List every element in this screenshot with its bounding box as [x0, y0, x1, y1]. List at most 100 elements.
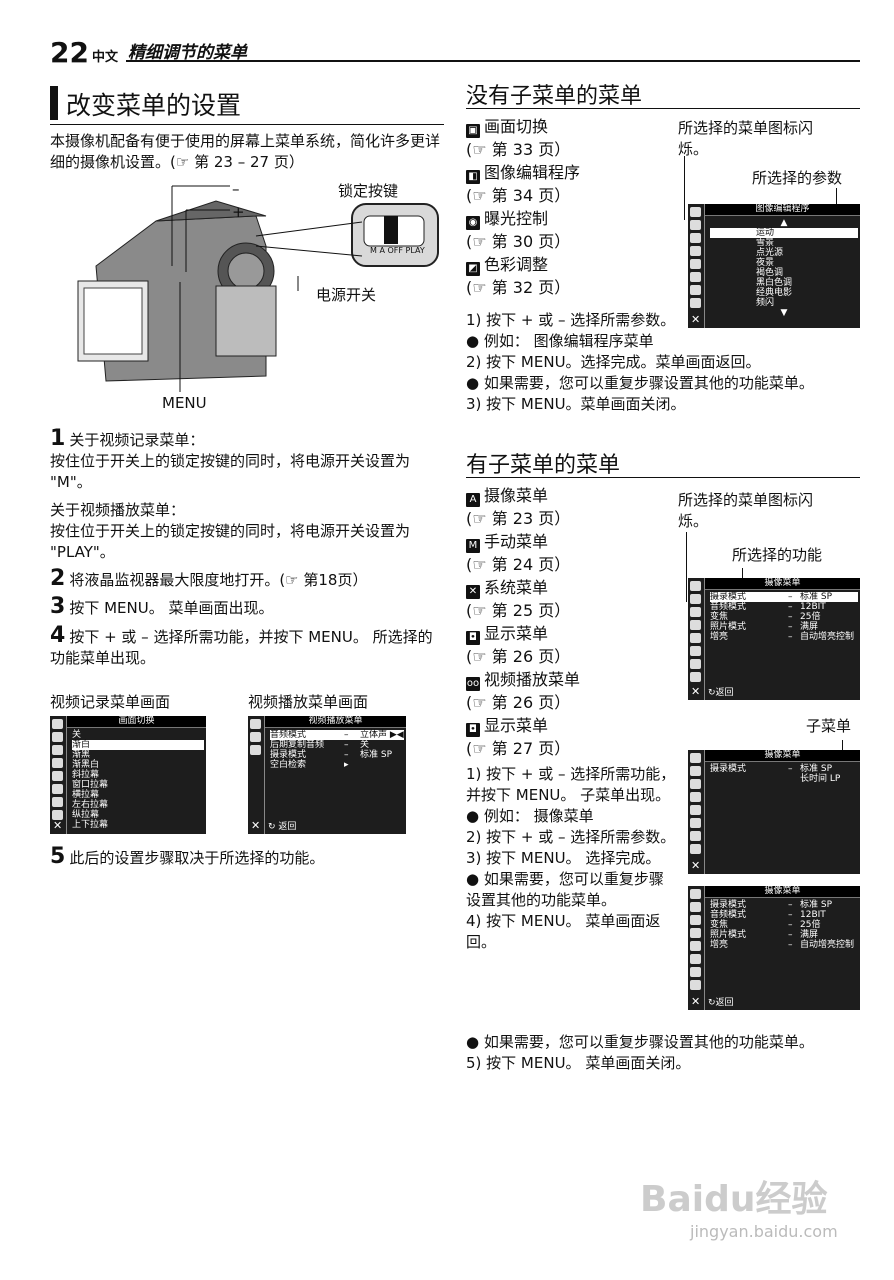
item-dash: – — [788, 622, 793, 632]
item-dash: – — [788, 930, 793, 940]
step-5-text: 此后的设置步骤取决于所选择的功能。 — [69, 849, 325, 867]
item-name: 摄录模式 — [270, 750, 307, 760]
list-item: ◩色彩调整 — [466, 253, 676, 276]
menu-item: 雪景 — [756, 238, 775, 248]
list-item-name: 视频播放菜单 — [484, 670, 581, 689]
step-1-text: 按住位于开关上的锁定按键的同时，将电源开关设置为 "M"。 — [50, 452, 411, 491]
item-name: 后期复制音频 — [270, 740, 325, 750]
screen-rec-label: 视频记录菜单画面 — [50, 693, 171, 711]
item-name: 照片模式 — [710, 930, 747, 940]
callout-line — [684, 156, 685, 220]
close-icon: ✕ — [251, 819, 261, 832]
lock-label: 锁定按键 — [338, 182, 399, 200]
menu-item: 渐白 — [72, 740, 204, 750]
menu-item: 渐黑 — [72, 750, 91, 760]
item-dash: – — [788, 612, 793, 622]
menu-item: 频闪 — [756, 298, 775, 308]
camera-illustration — [77, 185, 439, 392]
menu-item: ▲ — [780, 218, 788, 228]
menu-item: 空白检索▸ — [270, 760, 404, 770]
menu-item: 点光源 — [756, 248, 784, 258]
item-name: 增亮 — [710, 632, 729, 642]
watermark-url: jingyan.baidu.com — [690, 1222, 838, 1241]
list-item-page: (☞ 第 25 页） — [466, 601, 571, 620]
callout-icon-blink-1: 所选择的菜单图标闪烁。 — [678, 119, 814, 158]
screen-items: ▲运动雪景点光源夜景褐色调黑白色调经典电影频闪▼ — [710, 218, 858, 318]
item-name: 照片模式 — [710, 622, 747, 632]
section-title: 精细调节的菜单 — [128, 43, 247, 63]
menu-icon: ◩ — [466, 262, 480, 276]
item-dash: – — [788, 900, 793, 910]
item-name: 摄录模式 — [710, 900, 747, 910]
item-name: 增亮 — [710, 940, 729, 950]
list-item-page: (☞ 第 26 页） — [466, 693, 571, 712]
no-submenu-list: ▣画面切换(☞ 第 33 页）◧图像编辑程序(☞ 第 34 页）◉曝光控制(☞ … — [466, 115, 676, 299]
item-dash: – — [788, 910, 793, 920]
step-line: 1) 按下 + 或 – 选择所需参数。 — [466, 311, 676, 329]
heading-with-submenu: 有子菜单的菜单 — [466, 453, 621, 478]
menu-icon: ✕ — [466, 585, 480, 599]
callout-param: 所选择的参数 — [752, 169, 843, 187]
list-item-name: 显示菜单 — [484, 624, 549, 643]
item-dash: – — [788, 602, 793, 612]
switch-label: M A OFF PLAY — [370, 246, 425, 255]
intro-text: 本摄像机配备有便于使用的屏幕上菜单系统，简化许多更详细的摄像机设置。(☞ 第 2… — [50, 132, 441, 171]
menu-item: 长时间 LP — [710, 774, 858, 784]
list-item: ◧图像编辑程序 — [466, 161, 676, 184]
item-dash: – — [788, 632, 793, 642]
step-1-number: 1 — [50, 426, 66, 451]
return-text: 返回 — [715, 998, 734, 1008]
callout-function: 所选择的功能 — [732, 546, 823, 564]
step-line: ● 如果需要，您可以重复步骤设置其他的功能菜单。 — [466, 870, 664, 909]
item-value: 满屏 — [800, 930, 819, 940]
item-value: 标准 SP — [360, 750, 393, 760]
step-line: ● 例如： 图像编辑程序菜单 — [466, 332, 654, 350]
return-text: 返回 — [715, 688, 734, 698]
step-line: 2) 按下 + 或 – 选择所需参数。 — [466, 828, 676, 846]
item-value: 25倍 — [800, 920, 821, 930]
screen-rec-items: 关渐白渐黑渐黑白斜拉幕窗口拉幕横拉幕左右拉幕纵拉幕上下拉幕 — [72, 730, 204, 830]
close-icon: ✕ — [691, 859, 701, 872]
item-value: 12BIT — [800, 602, 826, 612]
menu-item: 渐黑白 — [72, 760, 100, 770]
screen-icons — [688, 886, 705, 1010]
item-value: 立体声 ▶◀ — [360, 730, 404, 740]
list-item: ◘显示菜单 — [466, 714, 676, 737]
step-line: 5) 按下 MENU。 菜单画面关闭。 — [466, 1054, 691, 1072]
close-icon: ✕ — [691, 995, 701, 1008]
item-value: 关 — [360, 740, 370, 750]
step-5-number: 5 — [50, 844, 66, 869]
item-dash: – — [788, 764, 793, 774]
item-value: 标准 SP — [800, 592, 833, 602]
menu-item: 摄录模式–标准 SP — [710, 764, 858, 774]
page-number: 22 — [50, 36, 89, 69]
step-2-text: 将液晶监视器最大限度地打开。(☞ 第18页） — [69, 571, 368, 589]
step-line: 1) 按下 + 或 – 选择所需功能，并按下 MENU。 子菜单出现。 — [466, 765, 676, 804]
item-name: 音频模式 — [270, 730, 307, 740]
item-name: 变焦 — [710, 612, 729, 622]
menu-item: ▼ — [780, 308, 788, 318]
menu-item: 增亮–自动增亮控制 — [710, 632, 858, 642]
list-item-page: (☞ 第 33 页） — [466, 140, 571, 159]
list-item-page: (☞ 第 23 页） — [466, 509, 571, 528]
step-line: ● 如果需要，您可以重复步骤设置其他的功能菜单。 — [466, 374, 814, 392]
close-icon: ✕ — [53, 819, 63, 832]
menu-item: 变焦–25倍 — [710, 612, 858, 622]
screen-title: 摄像菜单 — [705, 750, 860, 762]
screen-title: 摄像菜单 — [705, 886, 860, 898]
header-rule — [126, 60, 860, 62]
step-2-number: 2 — [50, 566, 66, 591]
step-4-number: 4 — [50, 623, 66, 648]
step-1b-title: 关于视频播放菜单： — [50, 501, 186, 519]
menu-item: 照片模式 –满屏 — [710, 930, 858, 940]
